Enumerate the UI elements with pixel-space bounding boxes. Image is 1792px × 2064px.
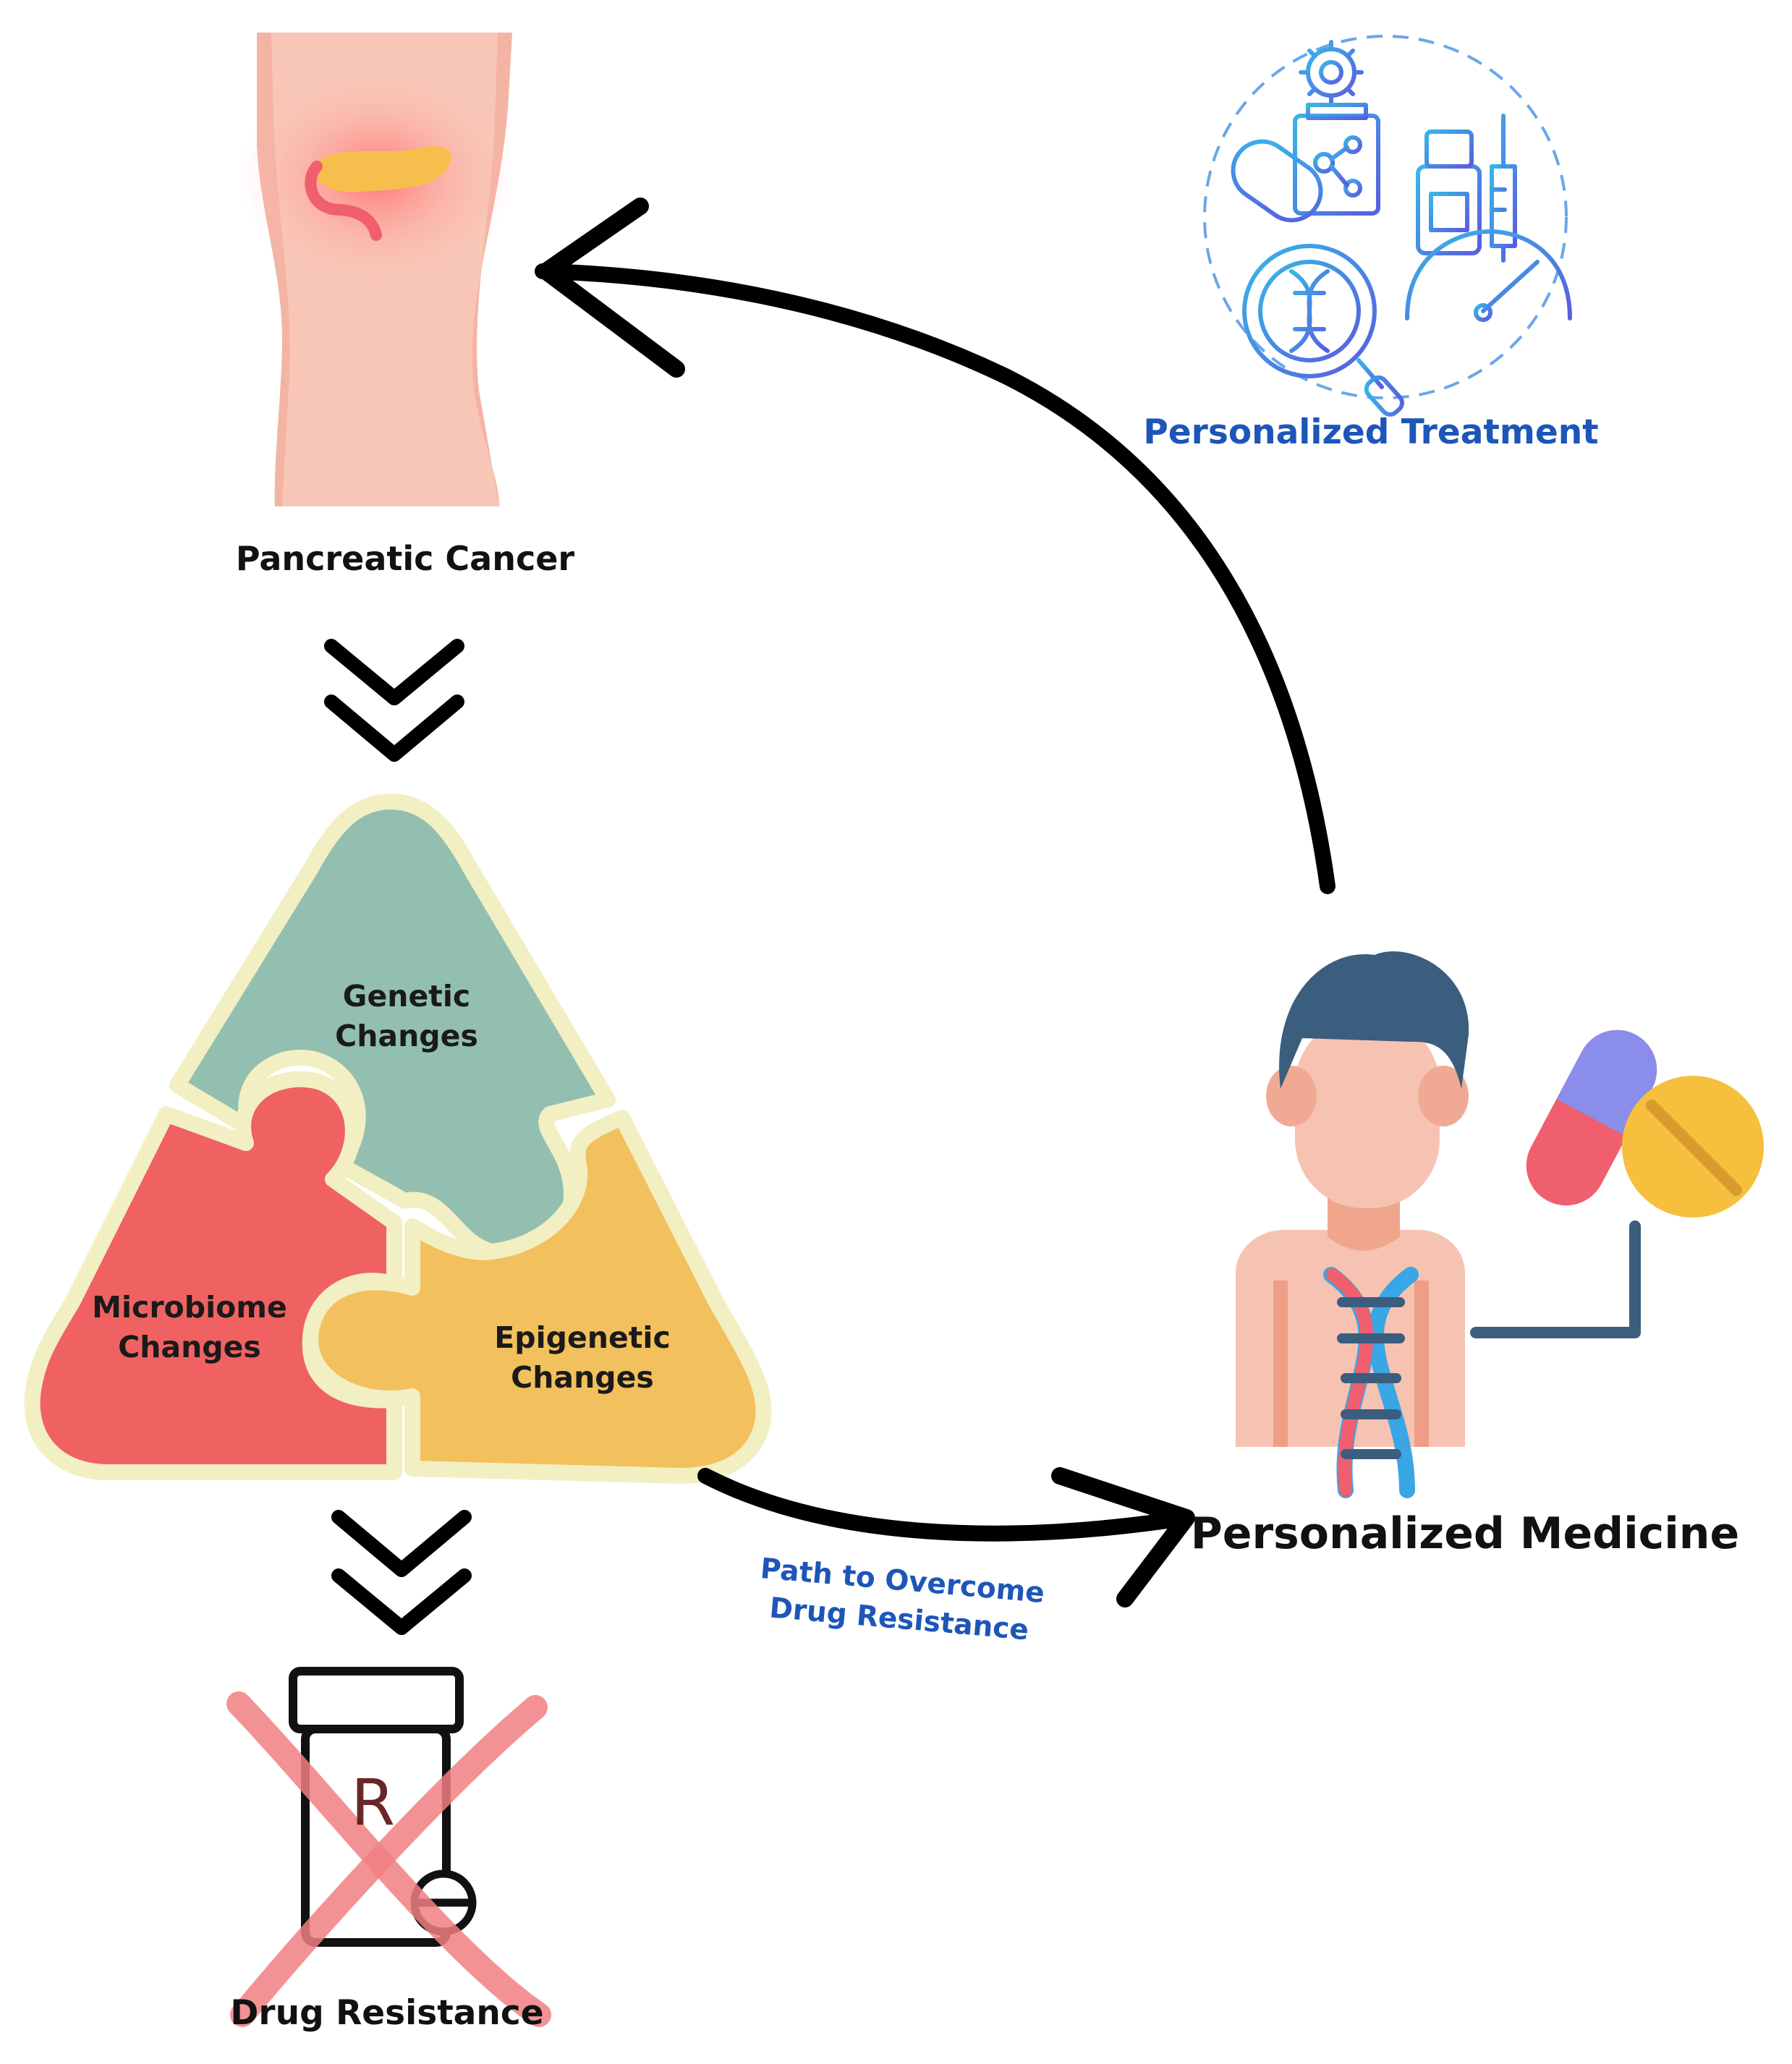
chevron-down-icon: [324, 639, 464, 762]
label-pancreatic-cancer: Pancreatic Cancer: [235, 539, 575, 578]
puzzle-triangle: [24, 794, 772, 1484]
puzzle-label-line: Microbiome: [92, 1290, 287, 1325]
puzzle-label-genetic: Genetic Changes: [335, 977, 478, 1057]
puzzle-label-line: Epigenetic: [494, 1320, 671, 1355]
person-dna-icon: [1236, 951, 1764, 1498]
puzzle-piece-microbiome: [24, 1071, 402, 1480]
puzzle-label-line: Changes: [335, 1019, 478, 1054]
label-personalized-treatment: Personalized Treatment: [1143, 412, 1599, 452]
torso-icon: [239, 33, 514, 506]
puzzle-label-microbiome: Microbiome Changes: [92, 1288, 287, 1368]
prescription-bottle-icon: [226, 1667, 551, 2027]
return-arrow: [535, 198, 1335, 894]
chevron-down-icon: [331, 1510, 472, 1635]
path-arrow: [697, 1467, 1195, 1608]
puzzle-label-line: Changes: [511, 1360, 654, 1396]
puzzle-label-line: Genetic: [342, 979, 471, 1014]
personalized-treatment-icon: [1203, 35, 1572, 417]
label-drug-resistance: Drug Resistance: [230, 1993, 544, 2033]
puzzle-piece-epigenetic: [302, 1110, 772, 1484]
puzzle-label-epigenetic: Epigenetic Changes: [494, 1318, 671, 1398]
label-personalized-medicine: Personalized Medicine: [1190, 1508, 1740, 1559]
puzzle-label-line: Changes: [118, 1330, 261, 1365]
prescription-letter: R: [351, 1765, 396, 1840]
